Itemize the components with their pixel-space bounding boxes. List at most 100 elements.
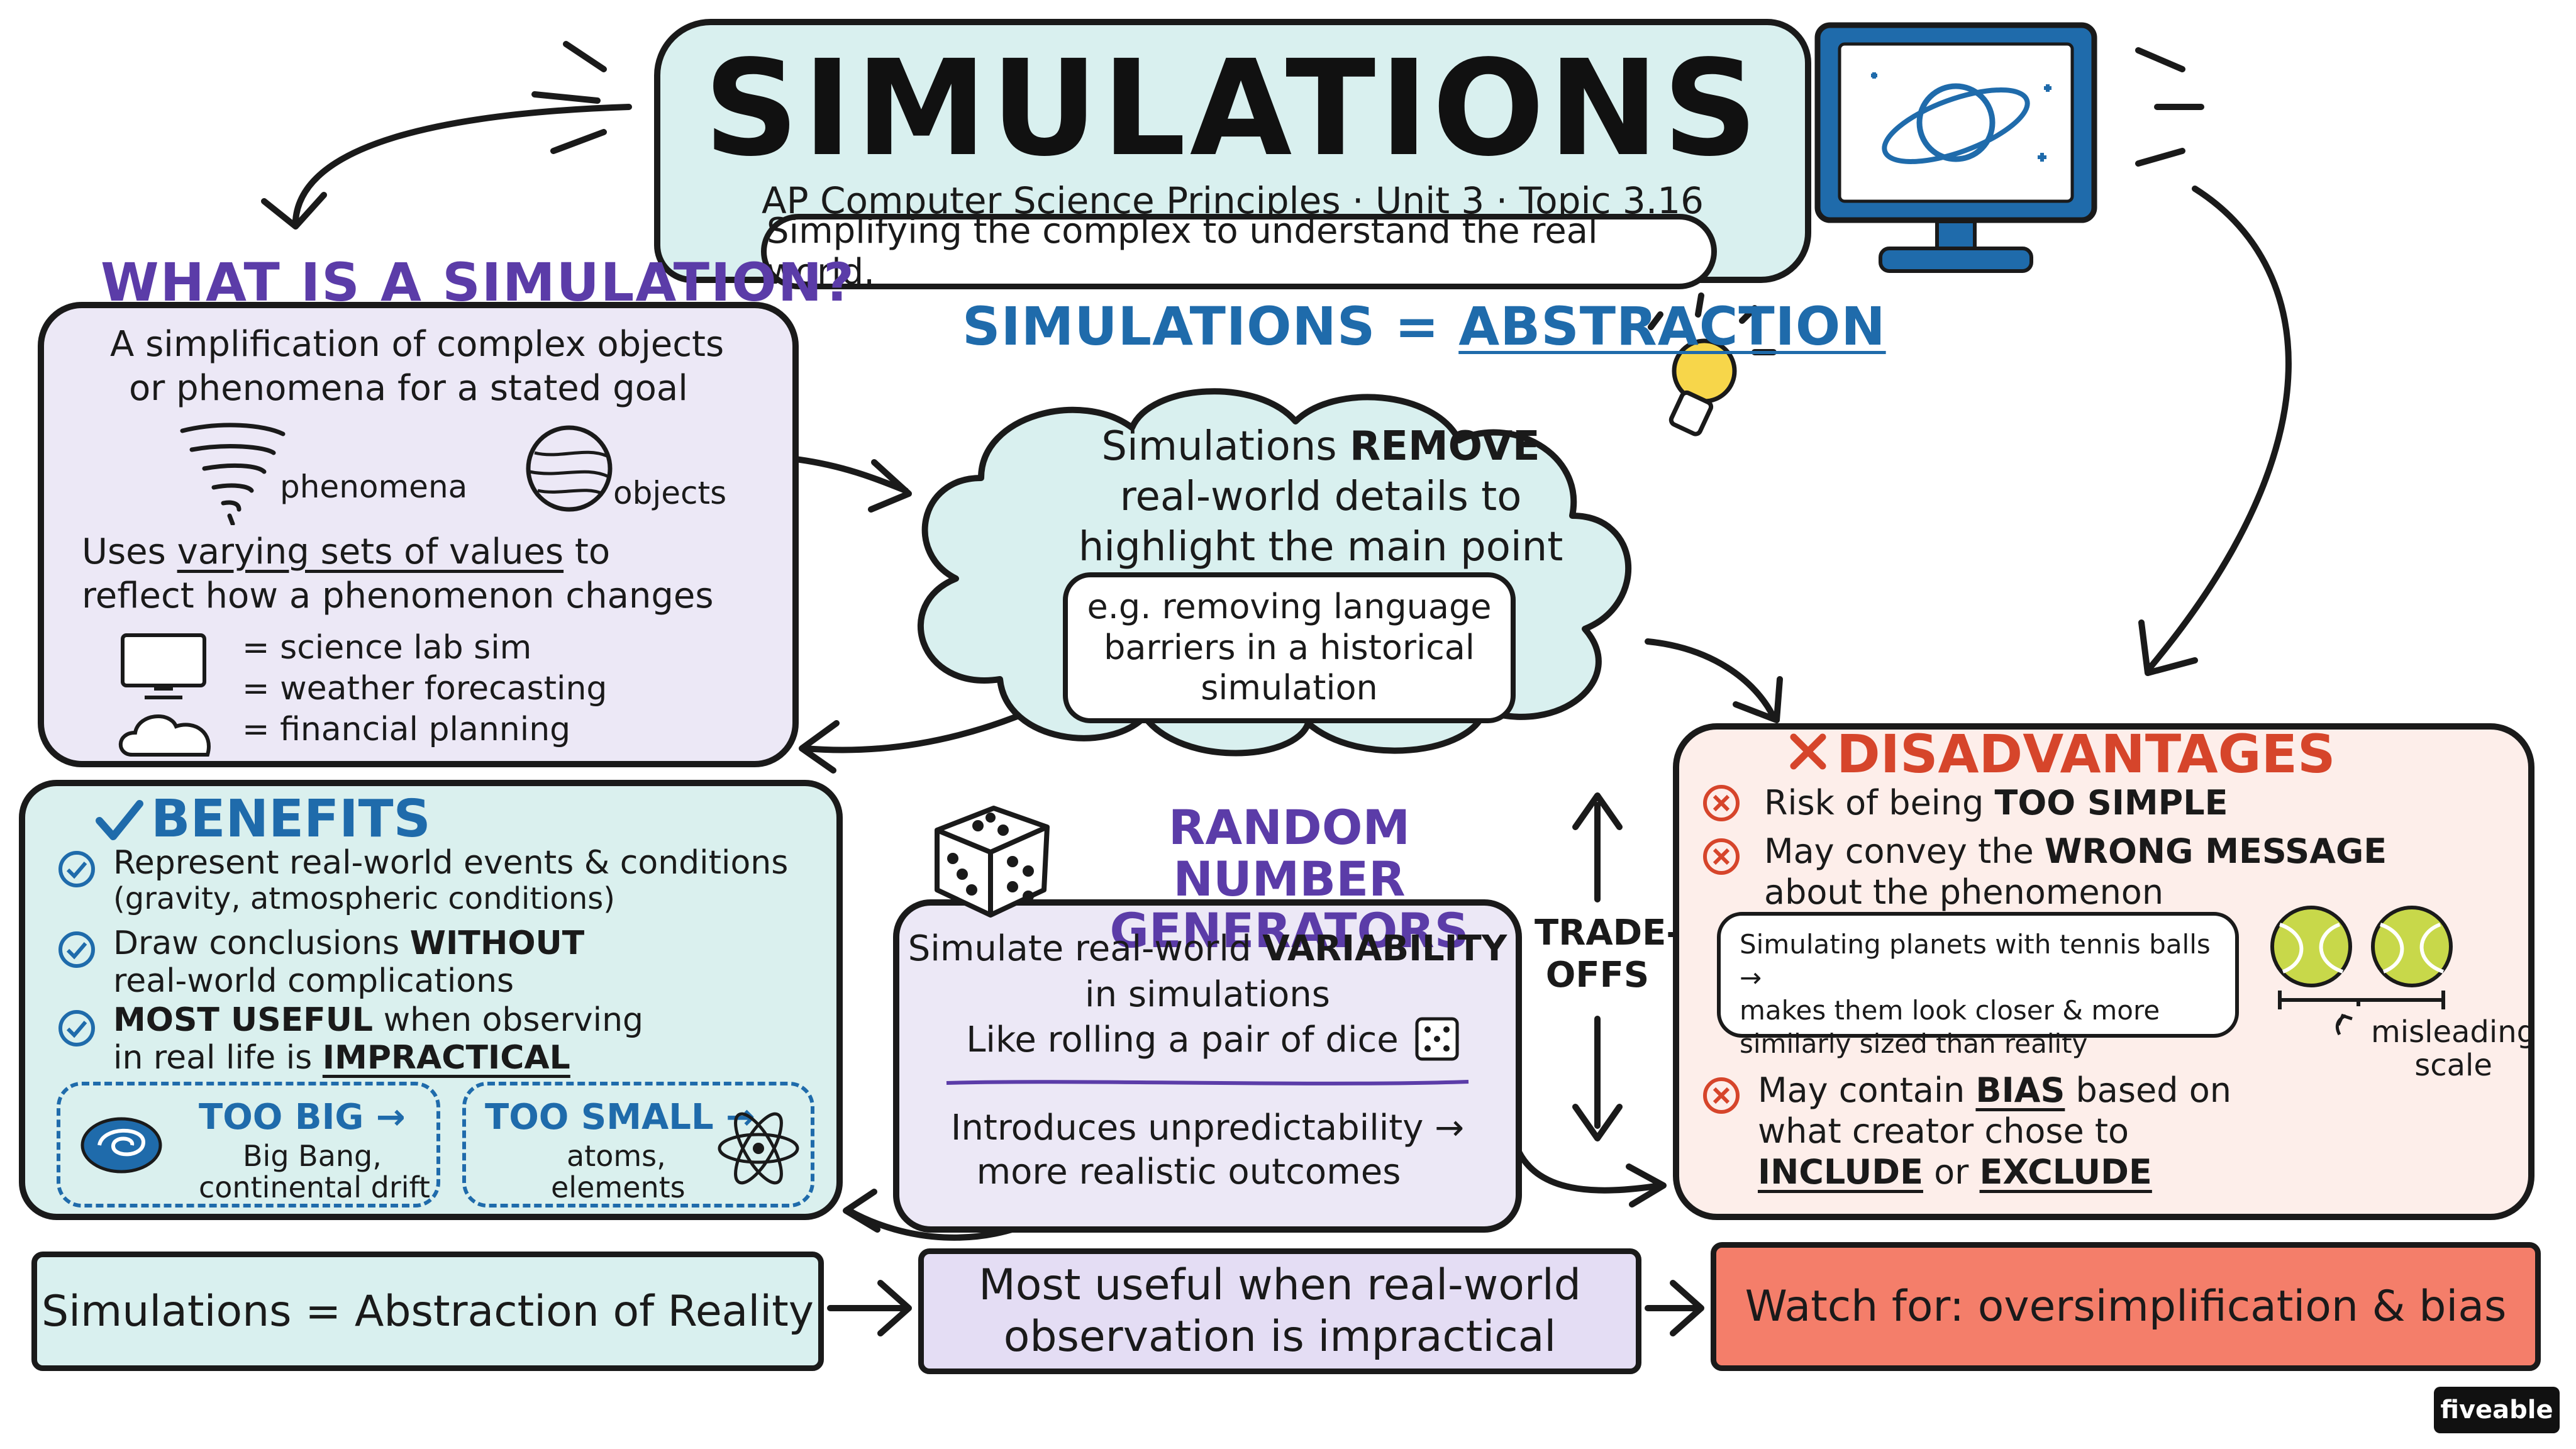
page-title: SIMULATIONS xyxy=(704,31,1762,186)
check-circle-icon xyxy=(58,1010,95,1046)
small-dice-icon xyxy=(1415,1017,1459,1061)
disadvantage-2: May convey the WRONG MESSAGE about the p… xyxy=(1764,831,2387,913)
or-word: or xyxy=(1923,1152,1980,1192)
rng-line-1: Simulate real-world VARIABILITY xyxy=(906,928,1509,970)
tradeoffs-line-1: TRADE- xyxy=(1535,913,1681,953)
too-big-example-1: Big Bang, xyxy=(243,1139,382,1173)
disadvantage-2-bold: WRONG MESSAGE xyxy=(2044,831,2387,871)
example-financial: = financial planning xyxy=(242,711,571,748)
rng-line-4: Introduces unpredictability → xyxy=(950,1108,1465,1148)
rng-panel xyxy=(893,899,1522,1233)
x-circle-icon xyxy=(1703,838,1740,875)
rng-heading-line-2: GENERATORS xyxy=(1109,902,1469,959)
benefit-2: Draw conclusions WITHOUT real-world comp… xyxy=(113,924,584,1001)
title-sparkle-lines-right xyxy=(2135,47,2204,167)
galaxy-icon xyxy=(80,1117,162,1174)
too-big-label: TOO BIG → xyxy=(199,1097,406,1138)
example-line-1: e.g. removing language xyxy=(1087,586,1492,626)
benefit-3-line-1: MOST USEFUL when observing xyxy=(113,1001,643,1039)
example-weather: = weather forecasting xyxy=(242,670,608,708)
note-line-1: Simulating planets with tennis balls → xyxy=(1740,929,2211,993)
disadvantage-3-bold: BIAS xyxy=(1975,1070,2065,1110)
summary-banner-impractical-line-2: observation is impractical xyxy=(1003,1312,1557,1362)
abstraction-title-underlined: ABSTRACTION xyxy=(1458,296,1886,357)
lightbulb-rays xyxy=(1648,292,1777,355)
title-sparkle-lines-left xyxy=(531,41,607,154)
rng-line-2: in simulations xyxy=(1085,974,1330,1015)
too-small-example-2: elements xyxy=(551,1170,686,1204)
benefit-2-line-2: real-world complications xyxy=(113,962,514,1001)
values-underlined: varying sets of values xyxy=(177,531,564,572)
abstraction-line-3: highlight the main point xyxy=(1078,524,1563,570)
benefit-3-line-2: in real life is IMPRACTICAL xyxy=(113,1039,643,1077)
example-line-2: barriers in a historical xyxy=(1104,627,1475,667)
definition-heading: WHAT IS A SIMULATION? xyxy=(101,252,855,313)
rng-heading-line-1: RANDOM NUMBER xyxy=(1168,799,1411,908)
disadvantage-2-line-2: about the phenomenon xyxy=(1764,872,2164,912)
values-line-2: reflect how a phenomenon changes xyxy=(82,575,714,616)
example-science-lab: = science lab sim xyxy=(242,629,532,667)
rng-line-1-pre: Simulate real-world xyxy=(908,928,1263,969)
arrow-definition-to-cloud xyxy=(792,456,909,494)
values-line-1: Uses varying sets of values to xyxy=(82,531,610,572)
tornado-icon xyxy=(180,423,286,525)
scale-line-2: scale xyxy=(2414,1047,2492,1083)
tagline-bubble: Simplifying the complex to understand th… xyxy=(761,211,1717,292)
disadvantage-3-pre: May contain xyxy=(1758,1070,1976,1110)
summary-banner-warning: Watch for: oversimplification & bias xyxy=(1711,1242,2541,1371)
benefit-2-line-1: Draw conclusions WITHOUT xyxy=(113,924,584,962)
abstraction-line-1-bold: REMOVE xyxy=(1349,423,1540,470)
arrow-monitor-to-disadvantages xyxy=(2148,186,2292,670)
brand-logo: fiveable xyxy=(2434,1387,2560,1433)
lightbulb-icon xyxy=(1668,338,1737,436)
tagline-text: Simplifying the complex to understand th… xyxy=(767,211,1598,292)
benefit-3-bold: MOST USEFUL xyxy=(113,1001,374,1039)
benefit-2-bold: WITHOUT xyxy=(409,924,585,962)
summary-banner-warning-text: Watch for: oversimplification & bias xyxy=(1745,1282,2507,1331)
abstraction-title-prefix: SIMULATIONS = xyxy=(962,296,1459,357)
abstraction-line-1: Simulations REMOVE xyxy=(981,421,1660,472)
disadvantage-1: Risk of being TOO SIMPLE xyxy=(1764,783,2228,824)
objects-label: objects xyxy=(613,475,727,511)
summary-banner-abstraction: Simulations = Abstraction of Reality xyxy=(31,1252,824,1371)
rng-line-1-bold: VARIABILITY xyxy=(1262,928,1507,969)
benefit-3: MOST USEFUL when observing in real life … xyxy=(113,1001,643,1077)
too-big-example-2: continental drift xyxy=(199,1170,430,1204)
values-prefix: Uses xyxy=(82,531,177,572)
disadvantage-2-pre: May convey the xyxy=(1764,831,2045,871)
abstraction-title: SIMULATIONS = ABSTRACTION xyxy=(962,296,1886,357)
x-circle-icon xyxy=(1703,785,1740,821)
too-small-example-1: atoms, xyxy=(567,1139,666,1173)
arrow-rng-to-disadvantages xyxy=(1513,1141,1663,1194)
disadvantage-3-line-2: what creator chose to xyxy=(1758,1111,2129,1151)
definition-line-1: A simplification of complex objects xyxy=(110,324,724,365)
abstraction-line-1-pre: Simulations xyxy=(1101,423,1350,470)
disadvantages-heading: DISADVANTAGES xyxy=(1836,723,2336,785)
tradeoffs-line-2: OFFS xyxy=(1545,955,1650,996)
benefit-1: Represent real-world events & conditions… xyxy=(113,844,788,917)
rng-divider xyxy=(946,1080,1469,1085)
disadvantage-3-line-1: May contain BIAS based on xyxy=(1758,1070,2231,1111)
summary-banner-abstraction-text: Simulations = Abstraction of Reality xyxy=(41,1286,814,1336)
computer-monitor-icon xyxy=(121,633,206,699)
monitor-illustration xyxy=(1814,22,2097,273)
disadvantage-3: May contain BIAS based on what creator c… xyxy=(1758,1070,2231,1192)
disadvantage-3-line-3: INCLUDE or EXCLUDE xyxy=(1758,1152,2231,1193)
arrow-title-to-definition xyxy=(292,104,632,223)
check-circle-icon xyxy=(58,851,95,887)
too-small-box: TOO SMALL → atoms, elements xyxy=(462,1082,814,1208)
too-small-label: TOO SMALL → xyxy=(485,1097,756,1138)
check-circle-icon xyxy=(58,931,95,968)
abstraction-text: Simulations REMOVE real-world details to… xyxy=(981,421,1660,572)
benefit-2-pre: Draw conclusions xyxy=(113,924,410,962)
x-circle-icon xyxy=(1703,1077,1740,1114)
arrow-cloud-to-disadvantages xyxy=(1645,638,1777,720)
example-line-3: simulation xyxy=(1201,668,1378,708)
note-line-2: makes them look closer & more xyxy=(1740,995,2160,1026)
benefits-heading: BENEFITS xyxy=(151,789,431,849)
too-big-box: TOO BIG → Big Bang, continental drift xyxy=(57,1082,440,1208)
disadvantage-1-pre: Risk of being xyxy=(1764,783,1995,823)
cloud-icon xyxy=(118,714,211,757)
dice-icon xyxy=(935,806,1050,918)
benefit-3-line-2-pre: in real life is xyxy=(113,1039,323,1077)
